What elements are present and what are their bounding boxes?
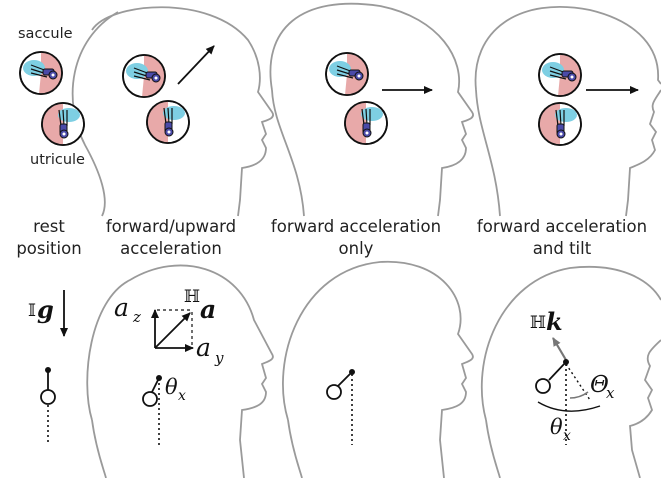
caption-forward-upward: forward/upward acceleration [86, 216, 256, 260]
caption-forward-only-line2: only [338, 239, 374, 258]
k-symbol: k [546, 307, 563, 336]
head-outline-forward-only [269, 2, 474, 217]
utricule-otolith-rest [41, 102, 85, 146]
head-outline-bottom-3 [282, 260, 474, 479]
saccule-otolith-rest [19, 51, 63, 95]
caption-forward-tilt-line2: and tilt [532, 239, 592, 258]
caption-forward-tilt: forward acceleration and tilt [464, 216, 660, 260]
k-frame-symbol: ℍ [530, 313, 546, 333]
caption-forward-tilt-line1: forward acceleration [476, 217, 648, 236]
utricule-otolith-forward-upward [146, 100, 190, 144]
caption-rest-line1: rest [33, 217, 65, 236]
gravity-frame-symbol: 𝕀 [28, 301, 36, 321]
saccule-otolith-forward-tilt [538, 53, 582, 97]
saccule-otolith-forward-upward [122, 54, 166, 98]
head-outline-bottom-2 [86, 264, 274, 479]
a-z-subscript: z [132, 308, 141, 326]
Theta-x-label: Θ [590, 372, 609, 398]
k-axis-arrow [552, 337, 567, 361]
theta-x2-subscript: x [563, 428, 571, 444]
utricule-otolith-forward-tilt [538, 102, 582, 146]
caption-forward-upward-line1: forward/upward [105, 217, 237, 236]
accel-frame-symbol: ℍ [184, 287, 200, 307]
gravity-symbol: g [37, 295, 54, 324]
a-y-subscript: y [214, 349, 224, 367]
caption-forward-only: forward acceleration only [258, 216, 454, 260]
theta-x2-label: θ [550, 415, 563, 439]
head-outline-forward-upward [91, 6, 274, 217]
pendulum-forward-tilt [535, 359, 601, 445]
theta-x-subscript: x [178, 388, 186, 404]
theta-x-label: θ [165, 375, 178, 399]
accel-decomposition [151, 309, 194, 352]
saccule-otolith-forward-only [325, 52, 369, 96]
caption-forward-upward-line2: acceleration [120, 239, 222, 258]
pendulum-rest [40, 367, 56, 445]
utricule-otolith-forward-only [344, 101, 388, 145]
caption-forward-only-line1: forward acceleration [270, 217, 442, 236]
pendulum-forward-only [326, 369, 355, 445]
caption-rest-line2: position [16, 239, 82, 258]
a-z-label: a [114, 293, 129, 322]
accel-arrow-forward-upward [177, 45, 215, 85]
utricule-label: utricule [30, 152, 85, 168]
saccule-label: saccule [18, 26, 73, 42]
Theta-x-subscript: x [606, 384, 615, 402]
accel-symbol: a [200, 295, 216, 324]
head-outline-bottom-4 [480, 266, 661, 479]
a-y-label: a [196, 333, 211, 362]
pendulum-forward-upward [142, 375, 162, 445]
head-outline-forward-tilt [474, 5, 661, 217]
caption-rest: rest position [0, 216, 98, 260]
